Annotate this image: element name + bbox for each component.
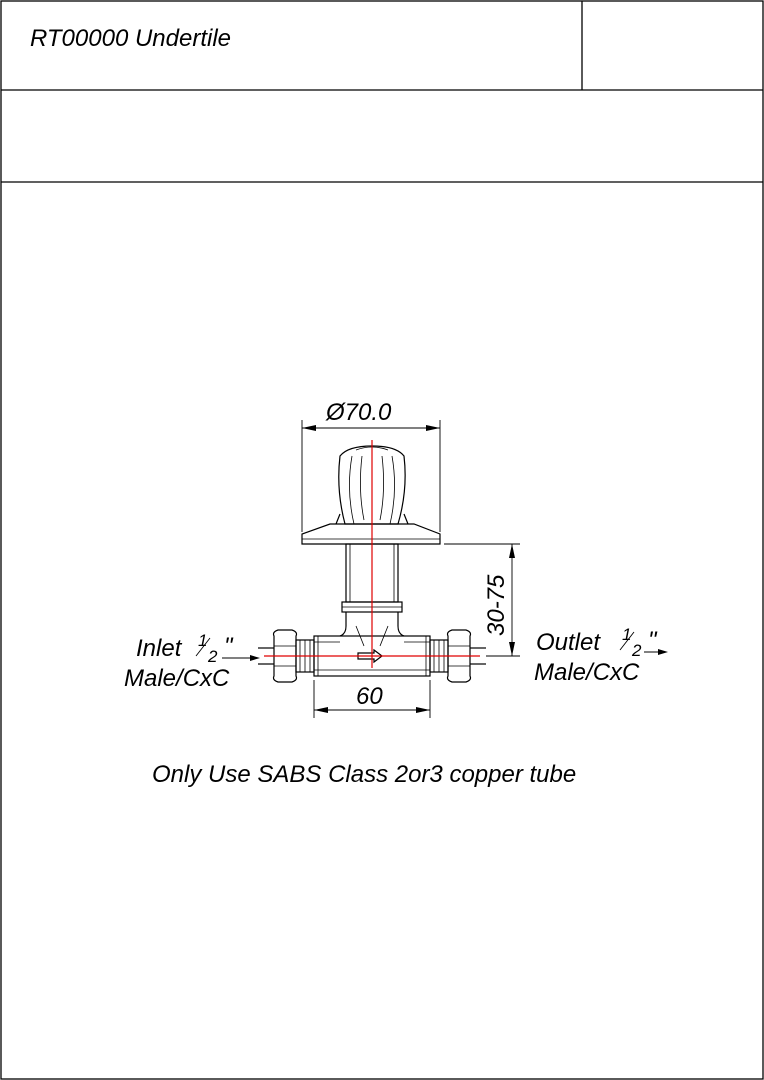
installation-note: Only Use SABS Class 2or3 copper tube bbox=[152, 761, 576, 788]
inlet-inch-mark: " bbox=[224, 633, 234, 660]
inlet-arrow-icon bbox=[250, 655, 260, 661]
diameter-dimension: Ø70.0 bbox=[301, 399, 441, 532]
flow-arrow-icon bbox=[357, 648, 383, 664]
outlet-word: Outlet bbox=[536, 629, 601, 656]
outlet-frac-num: 1 bbox=[622, 625, 631, 644]
dimensions: Ø70.0 30-75 60 bbox=[301, 399, 520, 718]
valve-handle bbox=[335, 445, 409, 525]
outlet-label: Outlet 1 2 " Male/CxC bbox=[534, 625, 668, 686]
outlet-inch-mark: " bbox=[648, 627, 658, 654]
body-length-value: 60 bbox=[356, 683, 383, 710]
inlet-frac-num: 1 bbox=[198, 631, 207, 650]
inlet-word: Inlet bbox=[136, 635, 183, 662]
cover-flange bbox=[301, 523, 441, 545]
outlet-arrow-icon bbox=[658, 649, 668, 655]
svg-text:Ø70.0: Ø70.0 bbox=[325, 399, 392, 426]
outlet-frac-den: 2 bbox=[631, 641, 642, 660]
valve-drawing bbox=[258, 440, 486, 683]
outlet-connection: Male/CxC bbox=[534, 659, 640, 686]
body-length-dimension: 60 bbox=[313, 680, 431, 718]
inlet-label: Inlet 1 2 " Male/CxC bbox=[124, 631, 260, 692]
projection-value: 30-75 bbox=[483, 574, 510, 636]
projection-dimension: 30-75 bbox=[444, 543, 520, 657]
inlet-connection: Male/CxC bbox=[124, 665, 230, 692]
drawing-title: RT00000 Undertile bbox=[30, 25, 231, 52]
diameter-value: 70.0 bbox=[345, 399, 392, 426]
centerlines bbox=[264, 440, 480, 668]
inlet-frac-den: 2 bbox=[207, 647, 218, 666]
diameter-symbol: Ø bbox=[325, 399, 346, 426]
